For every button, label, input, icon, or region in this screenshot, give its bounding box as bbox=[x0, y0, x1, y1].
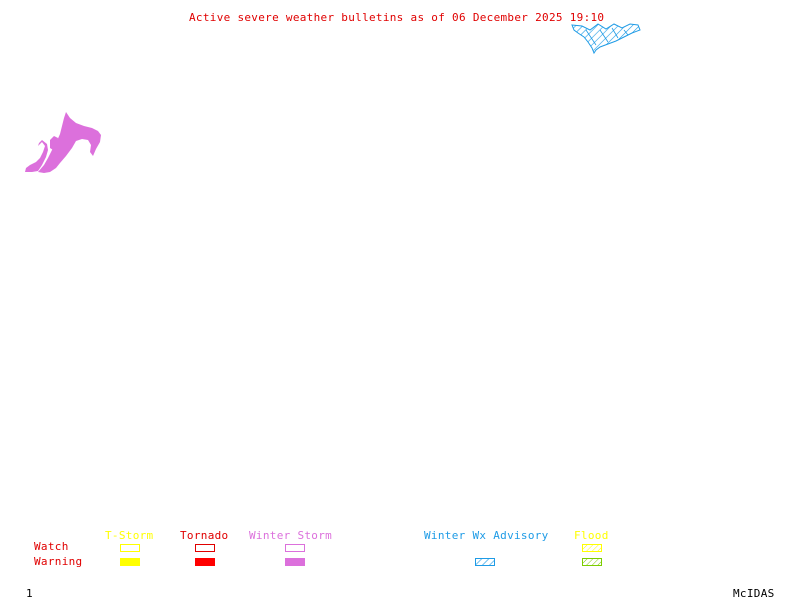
legend-row-watch: Watch bbox=[34, 540, 69, 553]
winter-storm-warning-swatch bbox=[285, 558, 305, 566]
legend-header-winter-wx-advisory: Winter Wx Advisory bbox=[424, 529, 549, 542]
winter-storm-warning-region bbox=[25, 112, 101, 173]
tstorm-warning-swatch bbox=[120, 558, 140, 566]
legend-header-tstorm: T-Storm bbox=[105, 529, 154, 542]
brand-label: McIDAS bbox=[733, 587, 775, 600]
frame-number: 1 bbox=[26, 587, 33, 600]
tornado-warning-swatch bbox=[195, 558, 215, 566]
legend-header-winter-storm: Winter Storm bbox=[249, 529, 333, 542]
flood-warning-swatch bbox=[582, 558, 602, 566]
tstorm-watch-swatch bbox=[120, 544, 140, 552]
winter-storm-watch-swatch bbox=[285, 544, 305, 552]
legend-row-warning: Warning bbox=[34, 555, 83, 568]
legend-header-flood: Flood bbox=[574, 529, 609, 542]
flood-watch-swatch bbox=[582, 544, 602, 552]
legend-header-tornado: Tornado bbox=[180, 529, 229, 542]
tornado-watch-swatch bbox=[195, 544, 215, 552]
page-title: Active severe weather bulletins as of 06… bbox=[189, 11, 605, 24]
winter-wx-advisory-region bbox=[571, 23, 641, 55]
winter-wx-advisory-swatch bbox=[475, 558, 495, 566]
